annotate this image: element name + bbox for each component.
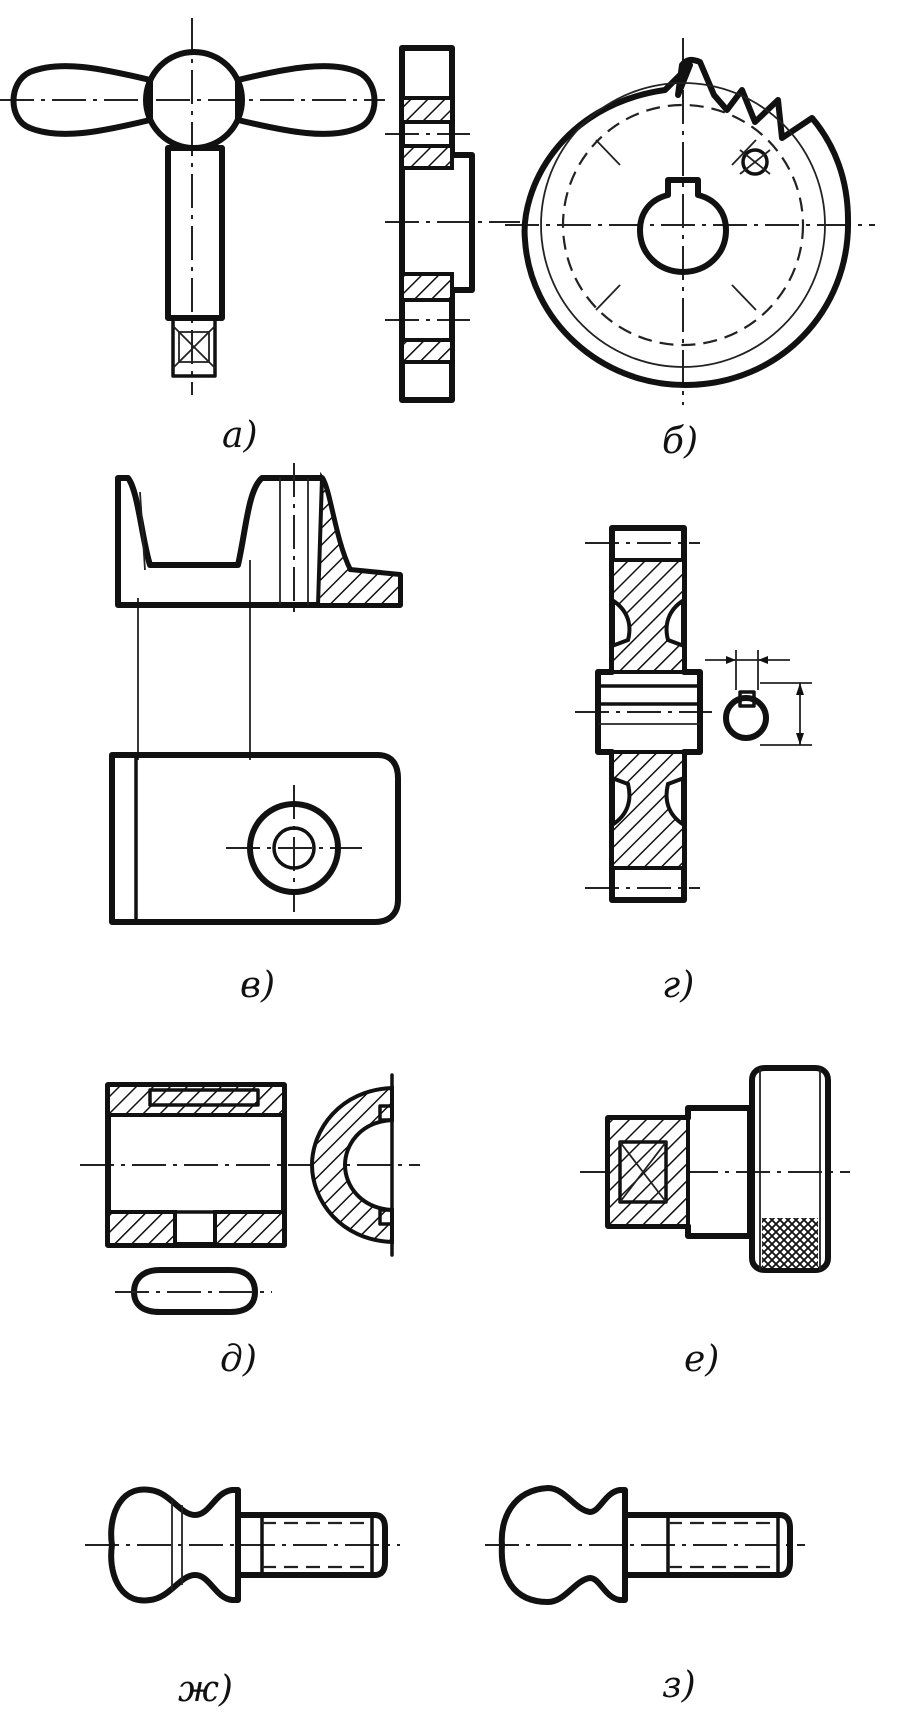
figure-z-screw <box>485 1485 805 1605</box>
figure-d-sleeve <box>80 1073 420 1315</box>
figure-label-zh: ж) <box>178 1669 233 1710</box>
figure-label-v: в) <box>240 965 275 1006</box>
figure-e-knurled-knob <box>580 1065 850 1273</box>
figure-label-d: д) <box>220 1339 257 1380</box>
figure-g-gear-section <box>575 525 812 903</box>
figure-label-b: б) <box>662 421 699 462</box>
figure-label-a: а) <box>222 415 258 456</box>
figure-label-z: з) <box>662 1665 696 1706</box>
figure-b-gear-section <box>385 45 520 403</box>
figure-a-t-handle <box>0 18 385 395</box>
figure-b-gear-front <box>505 38 875 405</box>
figure-zh-screw <box>85 1486 400 1604</box>
figure-label-g: г) <box>662 965 695 1006</box>
figure-v-bracket <box>109 463 403 925</box>
figure-label-e: е) <box>684 1339 720 1380</box>
